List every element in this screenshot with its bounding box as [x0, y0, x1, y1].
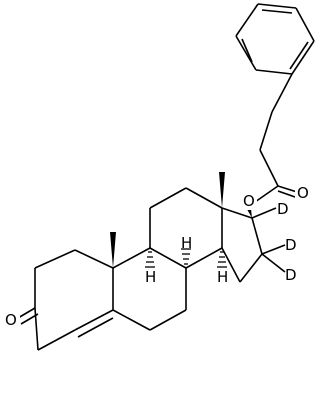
hash-bonds — [145, 248, 227, 268]
ester-oxygen-label: O — [243, 192, 255, 210]
deuterium-c16a-label: D — [285, 236, 297, 254]
atom-labels: O O O D D D H H H — [4, 184, 311, 329]
acyl-oxygen-label: O — [297, 184, 309, 202]
h-c14-label: H — [217, 268, 228, 286]
deuterium-c17-label: D — [277, 200, 289, 218]
h-c8-label: H — [181, 234, 192, 252]
deuterium-c16b-label: D — [285, 266, 297, 284]
h-c9-label: H — [145, 268, 156, 286]
steroid-skeleton — [17, 187, 286, 351]
wedge-bonds — [110, 172, 252, 268]
ketone-oxygen-label: O — [5, 311, 17, 329]
phenyl-ring — [235, 3, 315, 75]
propanoate-chain — [254, 73, 298, 203]
